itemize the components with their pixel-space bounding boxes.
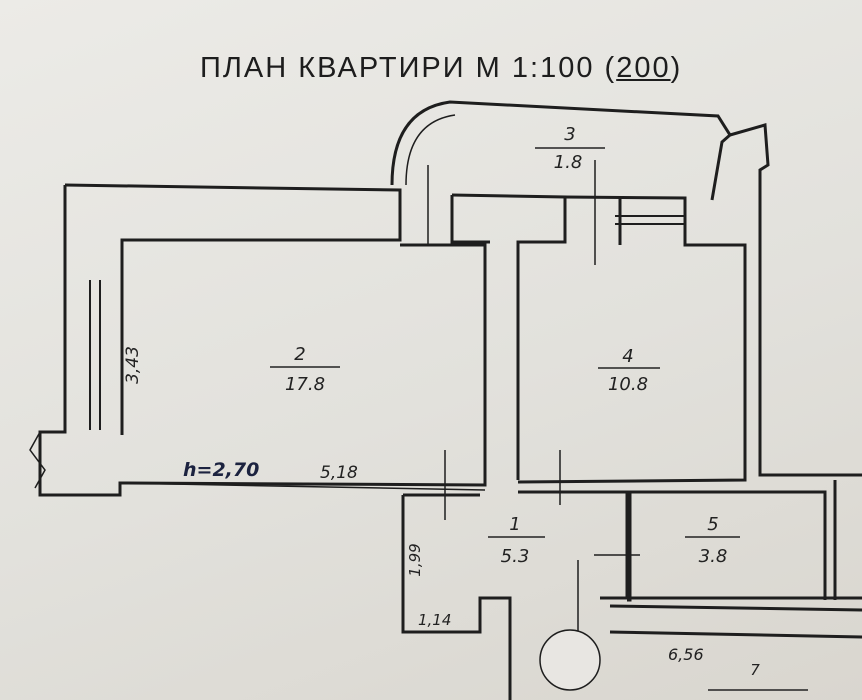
room-5-number: 5 (707, 514, 718, 535)
dim-room2-height: 3,43 (123, 346, 143, 384)
room-1-number: 1 (509, 514, 520, 535)
room-3-area: 1.8 (554, 152, 583, 173)
dim-room1-width: 1,14 (418, 611, 451, 629)
title-scale-alt: 200 (616, 52, 671, 84)
ceiling-height: h=2,70 (183, 459, 259, 481)
room-5-area: 3.8 (699, 546, 728, 567)
room-4-area: 10.8 (608, 374, 648, 395)
room-3-number: 3 (564, 124, 575, 145)
column-circle (539, 629, 601, 691)
room-7-number: 7 (750, 661, 760, 679)
balcony-outline (390, 100, 732, 201)
room-2-area: 17.8 (285, 374, 325, 395)
room-1-area: 5.3 (501, 546, 530, 567)
dim-room1-height: 1,99 (406, 543, 424, 576)
room-4-number: 4 (622, 346, 633, 367)
title-suffix: ) (670, 52, 683, 84)
dim-corridor-width: 6,56 (668, 645, 704, 664)
door-marks (119, 160, 640, 660)
walls (29, 100, 862, 700)
title-text: ПЛАН КВАРТИРИ М 1:100 ( (200, 52, 617, 84)
dim-room2-width: 5,18 (320, 463, 358, 483)
room-2-number: 2 (294, 344, 305, 365)
plan-title: ПЛАН КВАРТИРИ М 1:100 (200) (200, 52, 682, 85)
